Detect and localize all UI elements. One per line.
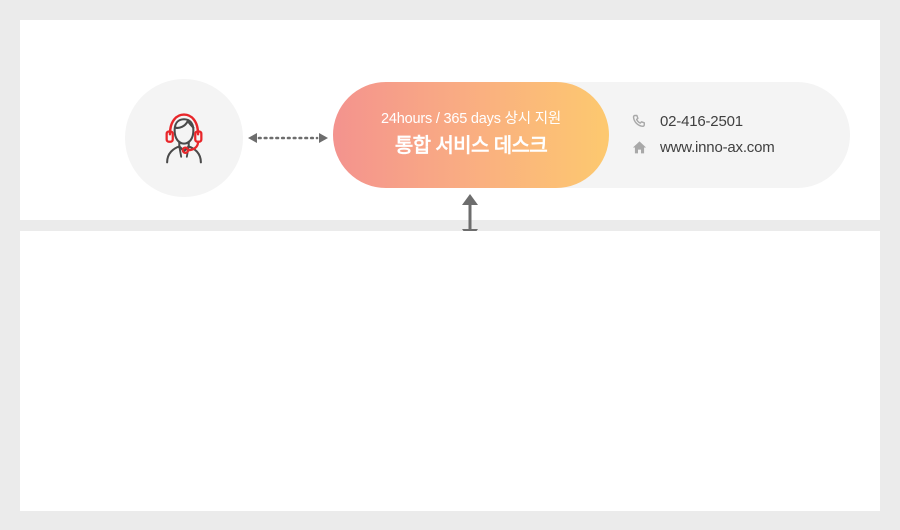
service-desk-node: 24hours / 365 days 상시 지원 통합 서비스 데스크 bbox=[333, 82, 609, 188]
contact-phone-label: 02-416-2501 bbox=[660, 112, 743, 130]
top-panel: 24hours / 365 days 상시 지원 통합 서비스 데스크 02-4… bbox=[20, 20, 880, 240]
horizontal-connector bbox=[248, 128, 328, 148]
service-desk-title: 통합 서비스 데스크 bbox=[394, 134, 548, 157]
service-desk-subtitle: 24hours / 365 days 상시 지원 bbox=[381, 111, 561, 128]
contact-website-label: www.inno-ax.com bbox=[660, 138, 775, 156]
agent-node bbox=[125, 79, 243, 197]
contact-block: 02-416-2501 www.inno-ax.com bbox=[630, 112, 775, 156]
contact-row-phone: 02-416-2501 bbox=[630, 112, 775, 130]
headset-agent-icon bbox=[154, 108, 214, 168]
contact-row-website: www.inno-ax.com bbox=[630, 138, 775, 156]
home-icon bbox=[630, 138, 648, 156]
dotted-double-arrow-horizontal-icon bbox=[248, 133, 328, 152]
bottom-panel bbox=[20, 231, 880, 511]
phone-icon bbox=[630, 112, 648, 130]
